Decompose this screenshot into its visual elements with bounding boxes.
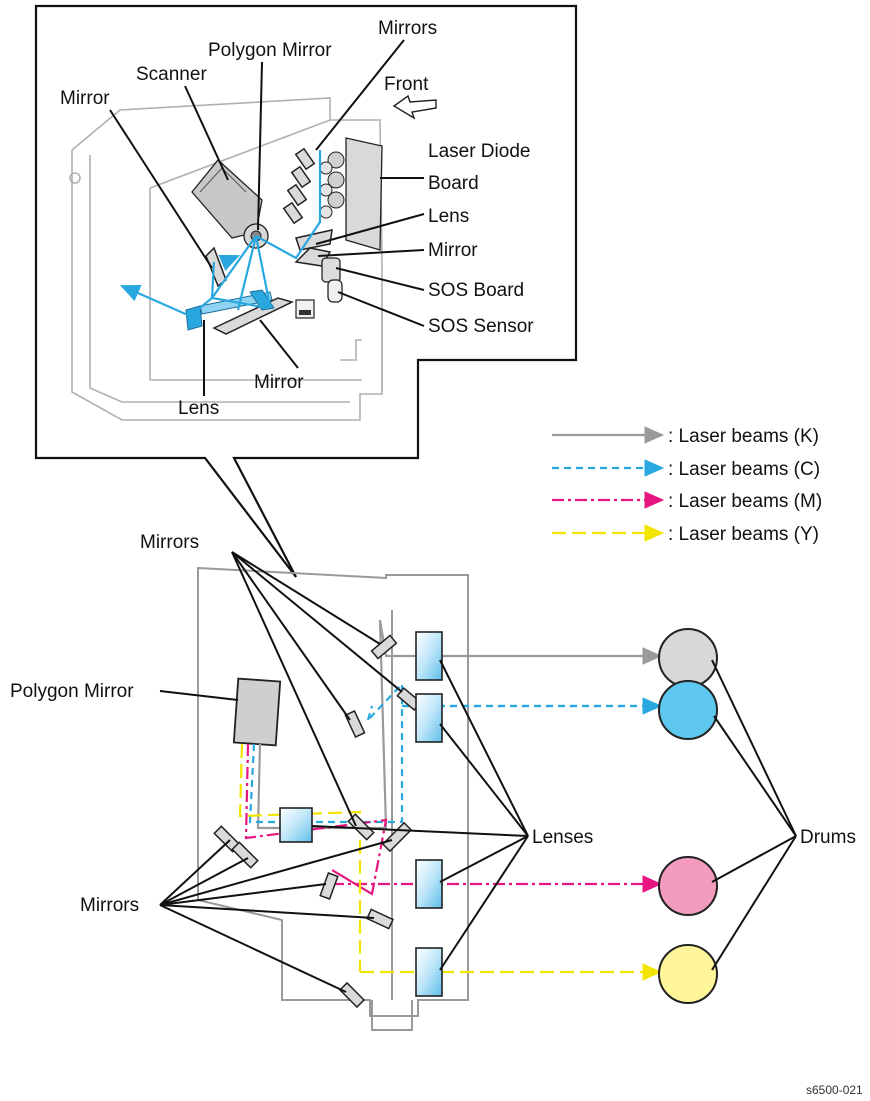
figure-id: s6500-021	[806, 1083, 863, 1097]
legend: : Laser beams (K) : Laser beams (C) : La…	[552, 426, 822, 545]
inset-label-mirror-left: Mirror	[60, 88, 110, 109]
lens-m	[416, 860, 442, 908]
beam-y	[240, 744, 660, 972]
inset-label-scanner: Scanner	[136, 64, 207, 85]
mirror-10	[340, 983, 364, 1007]
drum-y	[659, 945, 717, 1003]
mirror-9	[367, 909, 393, 928]
lens-y	[416, 948, 442, 996]
inset-label-laser-diode-2: Board	[428, 173, 479, 194]
legend-k-label: : Laser beams (K)	[668, 426, 819, 447]
lens-c	[416, 694, 442, 742]
inset-label-lens-right: Lens	[428, 206, 469, 227]
inset-callout: Polygon Mirror Mirrors Scanner Front Mir…	[36, 6, 576, 577]
label-polygon-mirror: Polygon Mirror	[10, 681, 134, 702]
beam-k	[258, 620, 660, 828]
legend-c-label: : Laser beams (C)	[668, 459, 820, 480]
inset-label-front: Front	[384, 74, 429, 95]
label-lenses: Lenses	[532, 827, 593, 848]
lens-k	[416, 632, 442, 680]
sos-sensor-chip	[296, 300, 314, 318]
drum-c	[659, 681, 717, 739]
legend-y-label: : Laser beams (Y)	[668, 524, 819, 545]
mirror-8	[320, 873, 338, 899]
inset-label-mirror-right: Mirror	[428, 240, 478, 261]
polygon-mirror-block	[234, 679, 280, 746]
label-mirrors-bottom: Mirrors	[80, 895, 139, 916]
inset-label-mirrors: Mirrors	[378, 18, 437, 39]
label-mirrors-top: Mirrors	[140, 532, 199, 553]
inset-label-sos-sensor: SOS Sensor	[428, 316, 534, 337]
inset-label-lens-bottom: Lens	[178, 398, 219, 419]
drum-k	[659, 629, 717, 687]
label-drums: Drums	[800, 827, 856, 848]
inset-label-sos-board: SOS Board	[428, 280, 524, 301]
legend-m-label: : Laser beams (M)	[668, 491, 822, 512]
drum-m	[659, 857, 717, 915]
beam-c	[250, 684, 660, 822]
lens-polygon	[280, 808, 312, 842]
inset-label-laser-diode-1: Laser Diode	[428, 141, 530, 162]
inset-label-mirror-bottom: Mirror	[254, 372, 304, 393]
main-leader-lines	[160, 552, 796, 992]
inset-label-polygon-mirror: Polygon Mirror	[208, 40, 332, 61]
drums	[659, 629, 717, 1003]
mirror-7	[383, 823, 411, 851]
mirror-3	[345, 711, 364, 737]
